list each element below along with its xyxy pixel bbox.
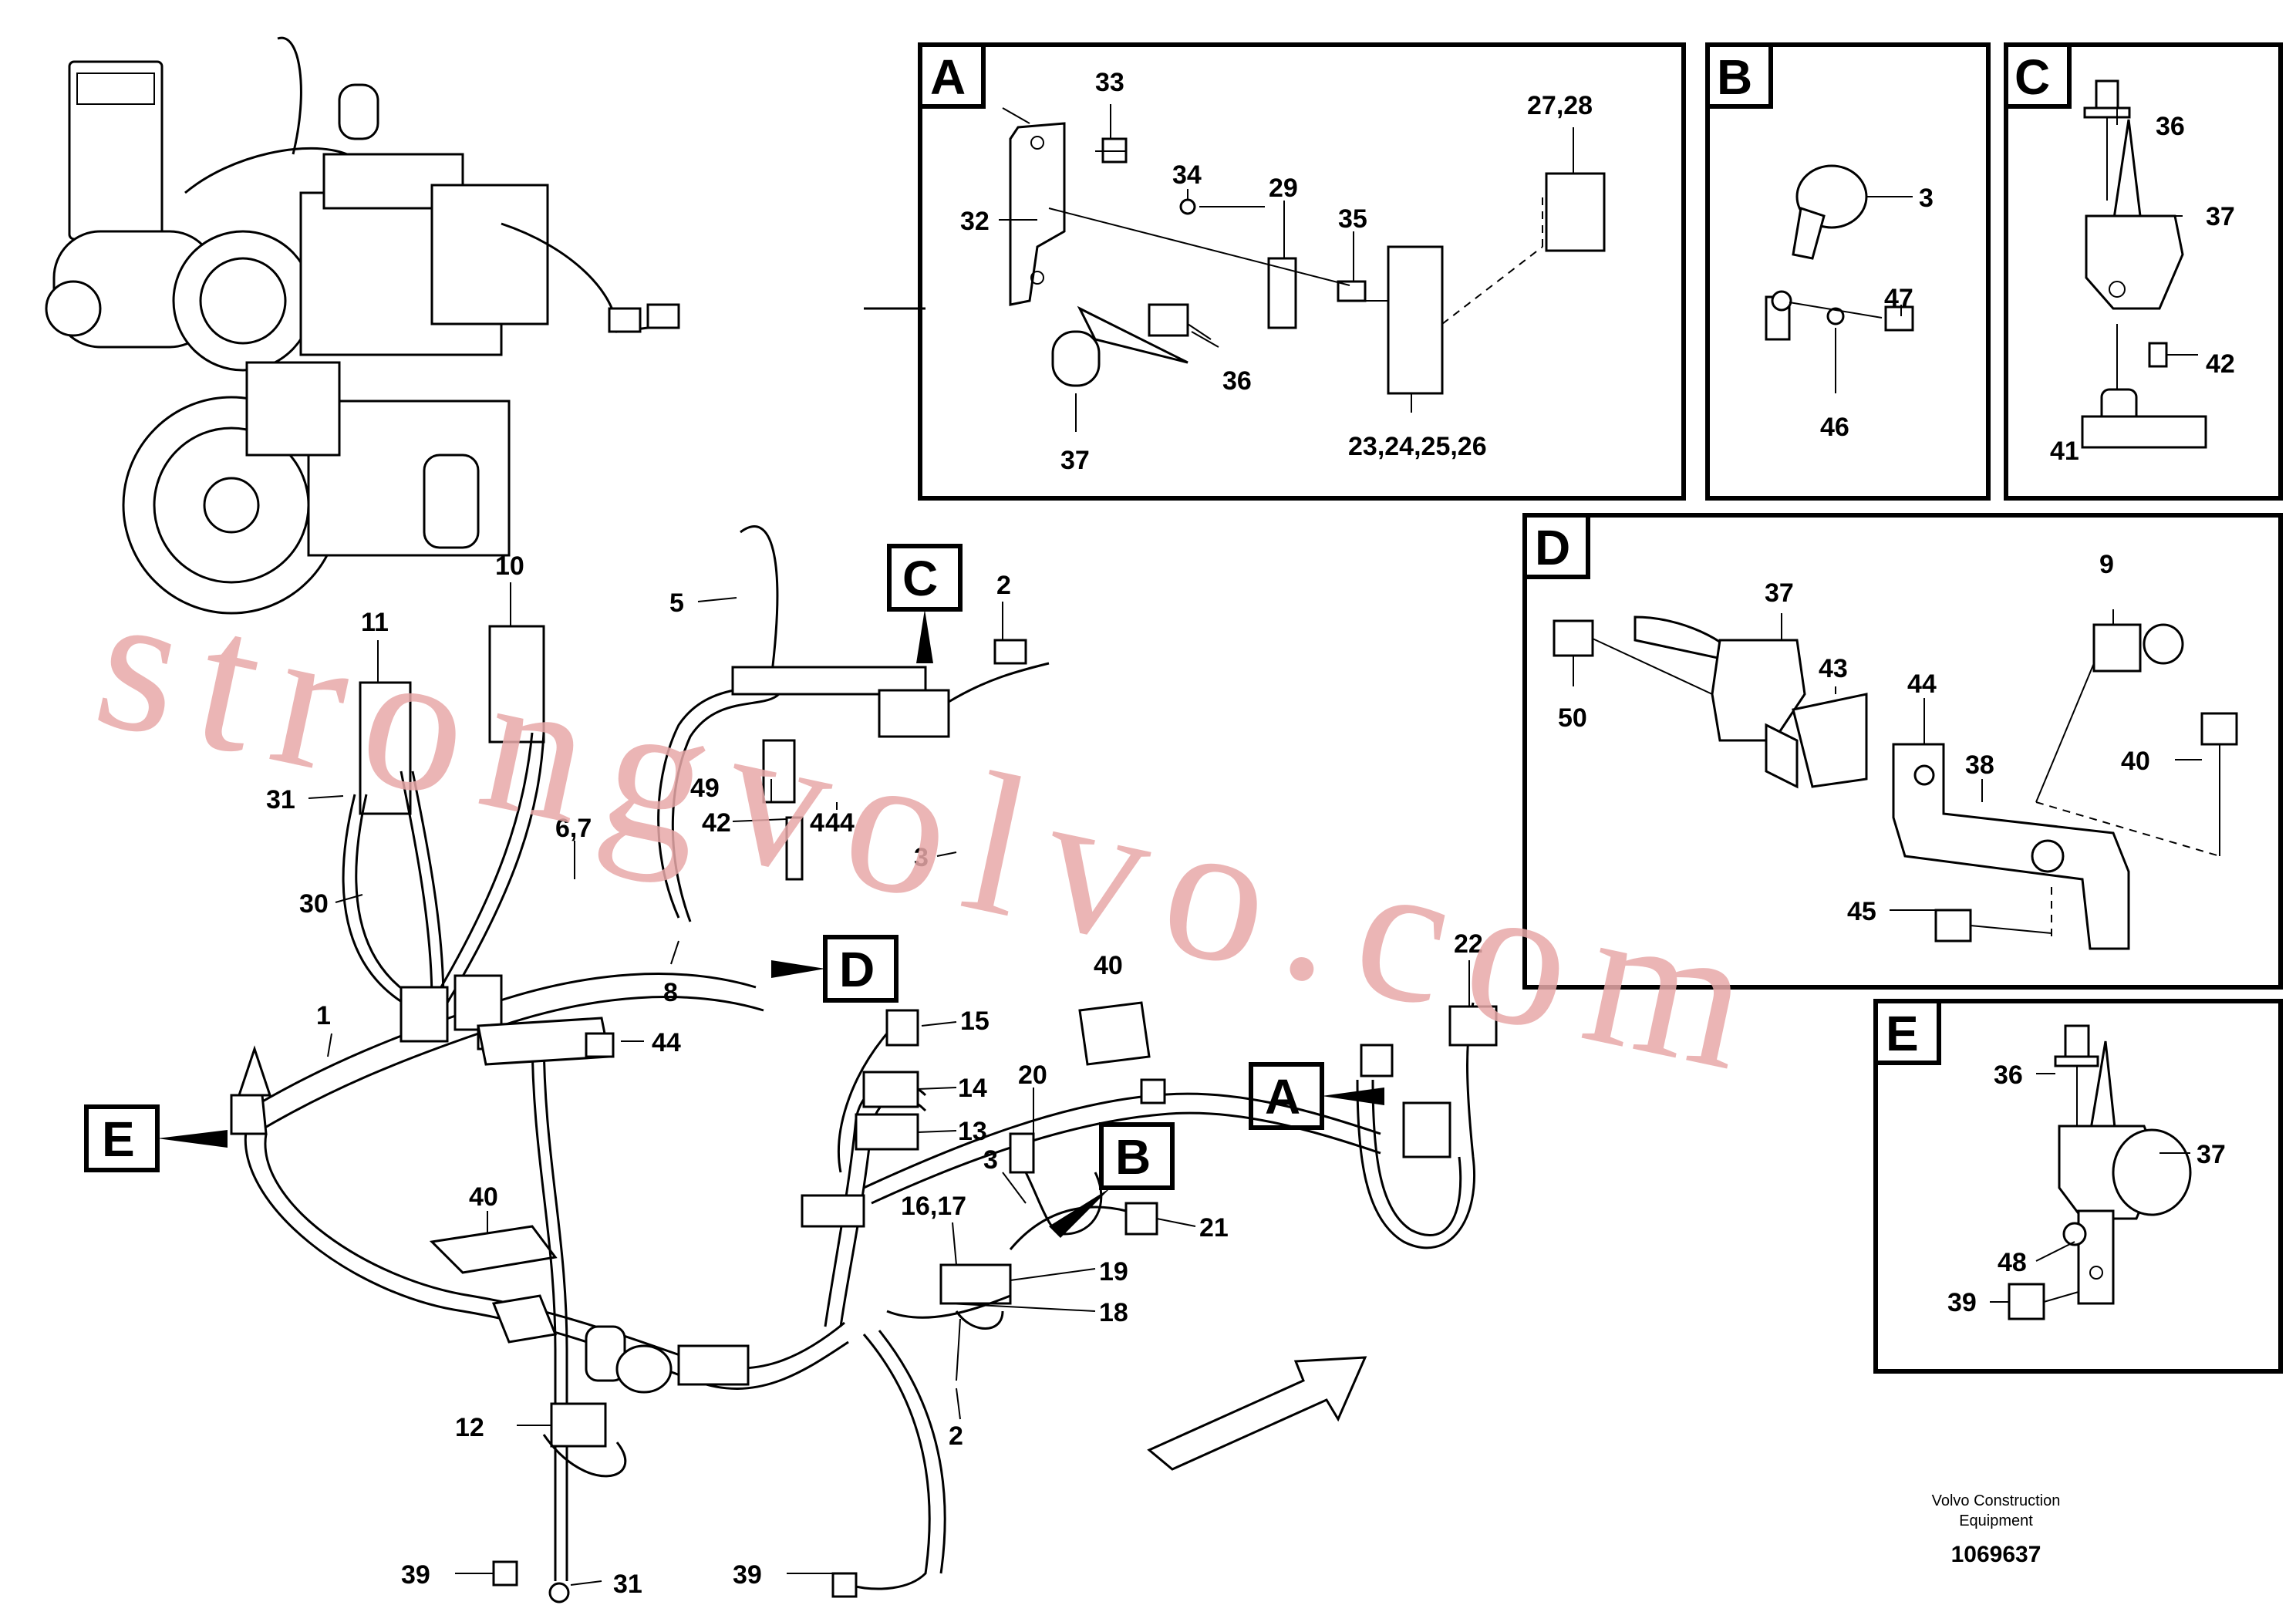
- callout: 47: [1884, 284, 1913, 313]
- callout: 36: [1222, 366, 1252, 396]
- callout: 13: [958, 1117, 987, 1146]
- callout: 9: [2099, 550, 2114, 579]
- view-marker-b: B: [1115, 1129, 1151, 1185]
- detail-box-b: B: [1705, 42, 1991, 501]
- callout: 33: [1095, 68, 1124, 97]
- callout: 6,7: [555, 814, 592, 843]
- callout: 37: [1765, 578, 1794, 608]
- callout: 44: [652, 1028, 681, 1057]
- callout: 36: [2156, 112, 2185, 141]
- callout: 40: [2121, 747, 2150, 776]
- callout: 37: [1060, 446, 1090, 475]
- callouts-box-a: 33 34 29 35 27,28 32 36 37 23,24,25,26: [960, 68, 1593, 475]
- detail-box-a: A: [918, 42, 1686, 501]
- callout: 15: [960, 1007, 990, 1036]
- callout: 21: [1199, 1213, 1229, 1243]
- view-marker-a: A: [1265, 1069, 1300, 1125]
- company-line-1: Volvo Construction: [1932, 1492, 2061, 1509]
- callout: 32: [960, 207, 990, 236]
- view-marker-e: E: [102, 1111, 135, 1167]
- callout: 16,17: [901, 1192, 966, 1221]
- callout: 34: [1172, 160, 1202, 190]
- callout: 37: [2206, 202, 2235, 231]
- document-number: 1069637: [1951, 1542, 2041, 1567]
- callouts-box-e: 36 37 48 39: [1947, 1061, 2226, 1317]
- callout: 31: [613, 1570, 642, 1599]
- callout: 40: [1094, 951, 1123, 980]
- harness-illustration: [230, 307, 1498, 1603]
- detail-box-d: D: [1522, 513, 2283, 990]
- callout: 2: [949, 1421, 963, 1451]
- callout: 40: [469, 1182, 498, 1212]
- view-marker-c: C: [902, 551, 938, 606]
- callout: 42: [702, 808, 731, 838]
- box-c-letter: C: [2014, 49, 2050, 105]
- callout: 44: [825, 808, 855, 838]
- callout: 45: [1847, 897, 1876, 926]
- callout: 1: [316, 1001, 331, 1030]
- callouts-box-b: 3 47 46: [1820, 184, 1934, 442]
- detail-box-c: C: [2004, 42, 2283, 501]
- callout: 10: [495, 551, 524, 581]
- callout: 27,28: [1527, 91, 1593, 120]
- callout: 8: [663, 978, 678, 1007]
- callout: 30: [299, 889, 329, 919]
- callouts-main: 11 10 5 2 31 6,7 49 42 4 44 3 30 8 1 44 …: [266, 551, 1483, 1599]
- watermark: strongvolvo.com: [80, 546, 1790, 1117]
- box-a-letter: A: [930, 49, 966, 105]
- callout: 41: [2050, 437, 2079, 466]
- engine-illustration: [45, 36, 680, 615]
- callout: 38: [1965, 750, 1994, 780]
- callout: 39: [1947, 1288, 1977, 1317]
- box-b-letter: B: [1717, 49, 1752, 105]
- callout: 5: [669, 588, 684, 618]
- callouts-box-d: 37 43 9 44 50 38 40 45: [1558, 550, 2150, 926]
- callout: 42: [2206, 349, 2235, 379]
- callout: 46: [1820, 413, 1849, 442]
- callout: 39: [401, 1560, 430, 1590]
- callout: 39: [733, 1560, 762, 1590]
- callout: 49: [690, 774, 720, 803]
- callout: 50: [1558, 703, 1587, 733]
- callout: 3: [914, 843, 929, 872]
- box-e-letter: E: [1886, 1006, 1919, 1061]
- callout: 37: [2197, 1140, 2226, 1169]
- footer: Volvo Construction Equipment 1069637: [1932, 1492, 2061, 1567]
- callout: 20: [1018, 1061, 1047, 1090]
- callout: 19: [1099, 1257, 1128, 1286]
- view-markers: C D E A B: [84, 544, 1384, 1238]
- callout: 14: [958, 1074, 987, 1103]
- callout: 44: [1907, 669, 1937, 699]
- company-line-2: Equipment: [1959, 1512, 2033, 1529]
- leader-lines: [308, 104, 2202, 1586]
- callout: 3: [983, 1145, 998, 1175]
- callout: 4: [810, 808, 824, 838]
- callout: 43: [1819, 654, 1848, 683]
- callout: 12: [455, 1413, 484, 1442]
- callout: 3: [1919, 184, 1934, 213]
- callout: 23,24,25,26: [1348, 432, 1487, 461]
- callout: 22: [1454, 929, 1483, 959]
- callout: 2: [996, 571, 1011, 600]
- detail-box-e: E: [1873, 999, 2283, 1374]
- callout: 29: [1269, 174, 1298, 203]
- callout: 48: [1998, 1248, 2027, 1277]
- callout: 31: [266, 785, 295, 814]
- callouts-box-c: 36 37 42 41: [2050, 112, 2235, 466]
- callout: 18: [1099, 1298, 1128, 1327]
- callout: 35: [1338, 204, 1367, 234]
- callout: 36: [1994, 1061, 2023, 1090]
- view-marker-d: D: [839, 942, 875, 997]
- box-d-letter: D: [1535, 520, 1570, 575]
- callout: 11: [361, 608, 389, 637]
